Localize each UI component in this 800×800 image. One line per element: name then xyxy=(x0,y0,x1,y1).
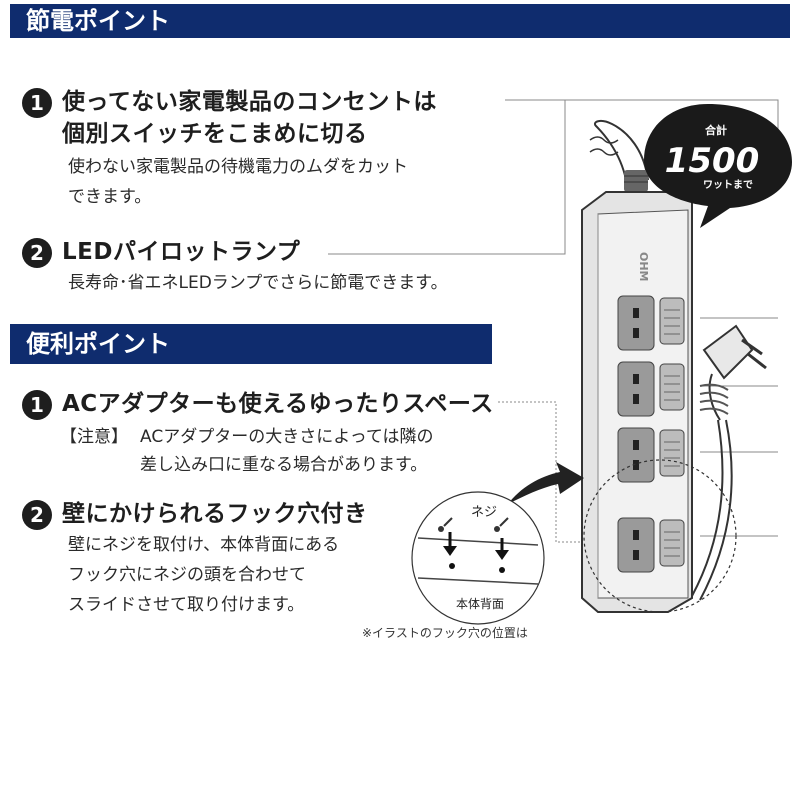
section-banner-convenience: 便利ポイント xyxy=(10,324,492,364)
pointer-arrow xyxy=(508,462,584,504)
svg-text:OHM: OHM xyxy=(637,252,650,282)
section-banner-energy-saving: 節電ポイント xyxy=(10,4,790,38)
outlet-3 xyxy=(617,427,685,483)
highlight-circle xyxy=(583,459,737,613)
outlet-4 xyxy=(617,517,685,573)
energy-point-1: 1 使ってない家電製品のコンセントは 個別スイッチをこまめに切る xyxy=(22,86,437,150)
convenience-point-1-title: ACアダプターも使えるゆったりスペース xyxy=(62,391,494,417)
brand-logo: OHM xyxy=(637,252,650,282)
energy-point-2: 2 LEDパイロットランプ xyxy=(22,236,300,268)
convenience-point-2-title: 壁にかけられるフック穴付き xyxy=(62,501,368,527)
energy-point-1-title: 使ってない家電製品のコンセントは 個別スイッチをこまめに切る xyxy=(62,89,437,147)
note-line-1: ACアダプターの大きさによっては隣の xyxy=(140,427,434,447)
convenience-point-2: 2 壁にかけられるフック穴付き xyxy=(22,498,368,530)
convenience-point-2-description: 壁にネジを取付け、本体背面にある フック穴にネジの頭を合わせて スライドさせて取… xyxy=(68,535,340,615)
wattage-badge: 合計 1500 ワットまで xyxy=(644,104,792,228)
number-badge: 1 xyxy=(22,390,52,420)
svg-text:合計: 合計 xyxy=(705,123,727,137)
energy-point-2-description: 長寿命･省エネLEDランプでさらに節電できます。 xyxy=(68,273,448,293)
note-line-2: 差し込み口に重なる場合があります。 xyxy=(140,455,428,475)
note-label: 【注意】 xyxy=(60,427,128,447)
number-badge: 2 xyxy=(22,500,52,530)
svg-text:1500: 1500 xyxy=(665,141,760,181)
svg-text:ワットまで: ワットまで xyxy=(703,179,753,191)
wall-hook-inset: ネジ 本体背面 xyxy=(411,491,545,625)
strip-body xyxy=(581,191,693,613)
svg-text:本体背面: 本体背面 xyxy=(456,597,504,611)
ac-plug xyxy=(691,324,767,601)
convenience-point-1: 1 ACアダプターも使えるゆったりスペース xyxy=(22,388,494,420)
energy-point-2-title: LEDパイロットランプ xyxy=(62,239,301,265)
number-badge: 2 xyxy=(22,238,52,268)
outlet-1 xyxy=(617,295,685,351)
outlet-2 xyxy=(617,361,685,417)
illustration-footnote: ※イラストのフック穴の位置は xyxy=(362,626,528,640)
number-badge: 1 xyxy=(22,88,52,118)
svg-text:ネジ: ネジ xyxy=(471,505,497,520)
energy-point-1-description: 使わない家電製品の待機電力のムダをカット できます。 xyxy=(68,157,408,207)
